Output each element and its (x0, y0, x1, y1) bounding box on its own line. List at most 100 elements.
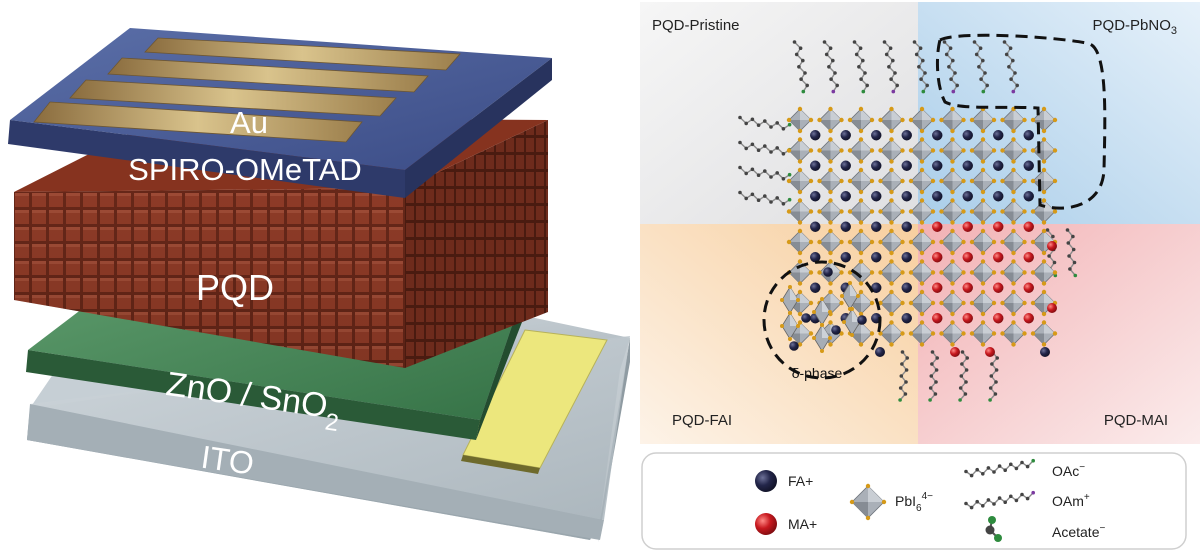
octahedron-r0-c5 (939, 106, 966, 134)
fa-ion-r3-c2 (871, 221, 882, 232)
svg-text:FA+: FA+ (788, 473, 813, 489)
octahedron-r2-c0 (786, 167, 814, 195)
fa-ion-r1-c1 (840, 160, 851, 171)
fa-ion-r0-c2 (871, 130, 882, 141)
svg-text:Acetate−: Acetate− (1052, 523, 1105, 540)
octahedron-r7-c4 (908, 320, 936, 347)
fa-ion-r2-c5 (962, 191, 973, 202)
quadrant-label-pristine: PQD-Pristine (652, 17, 740, 34)
fa-ion-r0-c5 (962, 130, 973, 141)
fa-ion-icon (755, 470, 777, 492)
fa-ion-r0-c3 (901, 130, 912, 141)
octahedron-r5-c5 (939, 259, 966, 286)
octahedron-r0-c6 (969, 106, 997, 134)
fa-ion-r5-c3 (901, 282, 912, 293)
octahedron-r2-c2 (847, 167, 875, 195)
octahedron-r0-c7 (1000, 106, 1027, 134)
fa-ion-r6-c3 (901, 313, 912, 324)
fa-ion-r1-c2 (871, 160, 882, 171)
fa-ion-r1-c4 (932, 160, 943, 171)
octahedron-r5-c4 (908, 259, 936, 286)
ma-ion-r3-c4 (932, 221, 943, 232)
delta-phase-label: δ-phase (792, 365, 843, 381)
octahedron-r1-c6 (969, 137, 997, 164)
delta-octahedron-4 (840, 281, 860, 311)
octahedron-r2-c6 (969, 167, 997, 195)
octahedron-r4-c6 (969, 228, 997, 256)
pbi6-legend-octahedron (849, 483, 887, 521)
delta-fa-ion-4 (789, 341, 799, 351)
octahedron-r2-c7 (1000, 167, 1027, 195)
ligand-top-0 (792, 40, 809, 94)
octahedron-r0-c1 (817, 106, 844, 134)
octahedron-r0-c4 (908, 106, 936, 134)
delta-octahedron-1 (780, 311, 800, 341)
octahedron-r3-c6 (969, 198, 997, 225)
ma-ion-r6-c4 (932, 313, 943, 324)
octahedron-r3-c0 (786, 198, 814, 225)
fa-ion-r2-c2 (871, 191, 882, 202)
ligand-top-7 (1002, 40, 1019, 94)
fa-ion-r3-c0 (810, 221, 821, 232)
label-pqd: PQD (196, 267, 274, 308)
octahedron-r7-c8 (1030, 320, 1058, 347)
svg-text:OAc−: OAc− (1052, 462, 1085, 479)
octahedron-r4-c7 (1000, 228, 1027, 256)
ligand-right-1 (1065, 228, 1078, 278)
ligand-top-6 (972, 40, 989, 94)
ligand-bottom-1 (928, 350, 939, 402)
ligand-top-3 (882, 40, 899, 94)
fa-ion-r5-c2 (871, 282, 882, 293)
octahedron-r0-c3 (878, 106, 905, 134)
legend-pbi6: PbI64− (849, 483, 933, 521)
octahedron-r7-c7 (1000, 320, 1027, 347)
fa-ion-r1-c3 (901, 160, 912, 171)
octahedron-r3-c3 (878, 198, 905, 225)
fa-ion-r0-c4 (932, 130, 943, 141)
ma-ion-r4-c4 (932, 252, 943, 263)
legend-ma: MA+ (755, 513, 817, 535)
ligand-left-0 (738, 115, 792, 131)
ligand-bottom-2 (958, 350, 969, 402)
fa-ion-edge-0 (875, 347, 885, 357)
fa-ion-r2-c7 (1023, 191, 1034, 202)
delta-phase-cluster (780, 267, 867, 353)
acetate-molecule-icon (985, 516, 1002, 542)
ligand-left-1 (738, 140, 792, 156)
fa-ion-r2-c1 (840, 191, 851, 202)
fa-ion-r2-c0 (810, 191, 821, 202)
octahedron-r6-c4 (908, 289, 936, 317)
label-spiro: SPIRO-OMeTAD (128, 152, 362, 187)
octahedron-r4-c3 (878, 228, 905, 256)
ligand-top-2 (852, 40, 869, 94)
octahedron-r4-c4 (908, 228, 936, 256)
octahedron-r5-c3 (878, 259, 905, 286)
octahedron-r7-c3 (878, 320, 905, 347)
octahedron-r4-c1 (817, 228, 844, 256)
octahedron-r5-c8 (1030, 259, 1058, 286)
octahedron-r1-c4 (908, 137, 936, 164)
svg-text:PbI64−: PbI64− (895, 491, 933, 514)
octahedron-r6-c6 (969, 289, 997, 317)
octahedron-r2-c5 (939, 167, 966, 195)
octahedron-r4-c5 (939, 228, 966, 256)
octahedron-r7-c5 (939, 320, 966, 347)
label-au: Au (230, 105, 268, 140)
octahedron-r3-c8 (1030, 198, 1058, 225)
device-stack: Au SPIRO-OMeTAD PQD ZnO / SnO2 ITO (8, 28, 630, 542)
ligand-left-3 (738, 190, 792, 206)
ma-ion-icon (755, 513, 777, 535)
octahedron-r5-c6 (969, 259, 997, 286)
fa-ion-r0-c0 (810, 130, 821, 141)
ma-ion-r5-c7 (1023, 282, 1034, 293)
label-ito: ITO (199, 439, 256, 482)
quadrant-label-pbno3: PQD-PbNO3 (1093, 17, 1177, 37)
fa-ion-r0-c7 (1023, 130, 1034, 141)
fa-ion-r2-c6 (993, 191, 1004, 202)
fa-ion-r0-c6 (993, 130, 1004, 141)
fa-ion-r4-c0 (810, 252, 821, 263)
octahedron-r5-c0 (786, 259, 814, 286)
octahedron-r4-c0 (786, 228, 814, 256)
ma-ion-r5-c4 (932, 282, 943, 293)
ma-ion-r6-c7 (1023, 313, 1034, 324)
